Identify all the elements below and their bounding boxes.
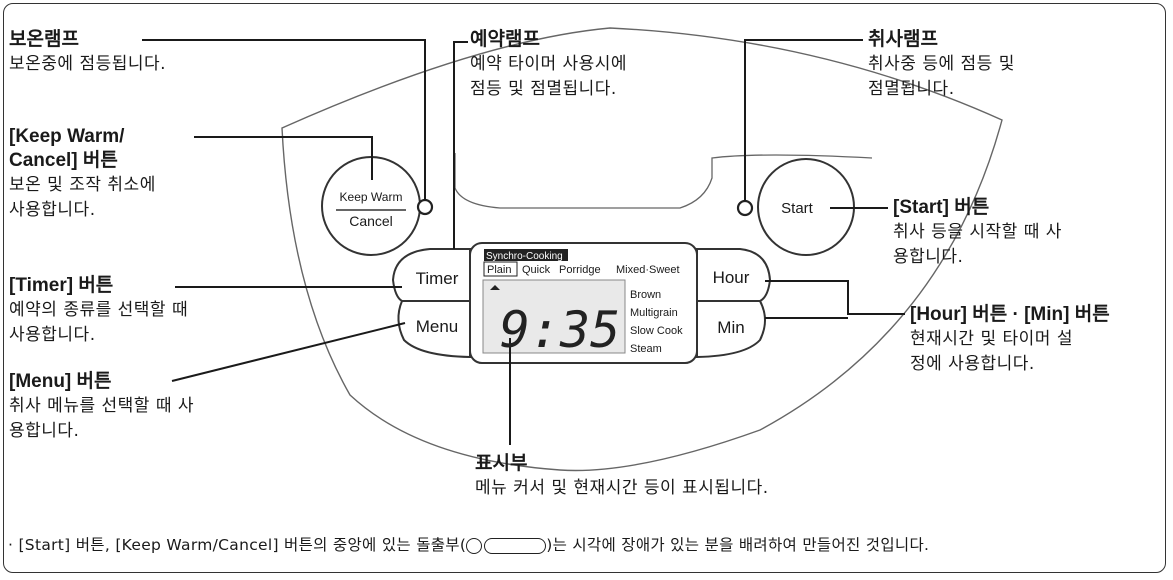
hour-min-button-desc-1: 현재시간 및 타이머 설 (910, 329, 1073, 349)
leader-cooking-lamp (744, 39, 863, 201)
reservation-lamp-desc-1: 예약 타이머 사용시에 (470, 54, 628, 74)
footnote-text-before: · [Start] 버튼, [Keep Warm/Cancel] 버튼의 중앙에… (8, 536, 467, 554)
lcd-menu-multigrain: Multigrain (630, 307, 678, 319)
keep-warm-button-title-1: [Keep Warm/ (9, 126, 125, 147)
lcd-menu-plain: Plain (487, 264, 511, 276)
footnote-text-after: )는 시각에 장애가 있는 분을 배려하여 만들어진 것입니다. (546, 536, 930, 554)
reservation-lamp-desc-2: 점등 및 점멸됩니다. (470, 79, 617, 99)
cooking-lamp-desc-2: 점멸됩니다. (868, 79, 955, 99)
menu-button-title: [Menu] 버튼 (9, 371, 112, 392)
cooking-lamp-desc-1: 취사중 등에 점등 및 (868, 54, 1015, 74)
min-label: Min (717, 318, 744, 337)
keep-warm-lamp (416, 198, 434, 216)
hour-min-button-title: [Hour] 버튼 · [Min] 버튼 (910, 304, 1110, 325)
start-button-desc-1: 취사 등을 시작할 때 사 (893, 222, 1062, 242)
menu-button-shape (397, 300, 471, 359)
lcd-menu-slow-cook: Slow Cook (630, 325, 683, 337)
keep-warm-label-top: Keep Warm (340, 190, 403, 204)
callout-keep-warm-button: [Keep Warm/ Cancel] 버튼 보온 및 조작 취소에 사용합니다… (9, 125, 156, 223)
raised-bar-icon (484, 537, 547, 554)
keep-warm-button-desc-1: 보온 및 조작 취소에 (9, 175, 156, 195)
raised-dot-icon (466, 537, 483, 554)
callout-display: 표시부 메뉴 커서 및 현재시간 등이 표시됩니다. (475, 452, 769, 501)
leader-keep-warm-lamp (142, 39, 426, 200)
callout-reservation-lamp: 예약램프 예약 타이머 사용시에 점등 및 점멸됩니다. (470, 28, 627, 102)
timer-button-desc-1: 예약의 종류를 선택할 때 (9, 300, 189, 320)
lcd-mode-badge: Synchro-Cooking (486, 251, 563, 262)
callout-keep-warm-lamp: 보온램프 보온중에 점등됩니다. (9, 28, 166, 77)
menu-label: Menu (416, 317, 459, 336)
lcd-menu-brown: Brown (630, 289, 661, 301)
figure-frame (3, 3, 1166, 573)
leader-menu-button (171, 322, 406, 382)
lcd-mode-badge-bg (484, 249, 568, 261)
lcd-plain-box (483, 261, 518, 277)
hour-min-button-desc-2: 정에 사용합니다. (910, 354, 1035, 374)
lcd-menu-steam: Steam (630, 343, 662, 355)
timer-button-title: [Timer] 버튼 (9, 275, 114, 296)
start-label: Start (781, 200, 814, 217)
timer-button-shape (391, 248, 471, 302)
callout-menu-button: [Menu] 버튼 취사 메뉴를 선택할 때 사 용합니다. (9, 370, 194, 444)
panel-inner-recess (454, 153, 873, 209)
reservation-lamp-title: 예약램프 (470, 29, 540, 50)
lcd-time-display: 9:35 (500, 301, 620, 359)
lcd-screen (482, 279, 626, 354)
keep-warm-lamp-title: 보온램프 (9, 29, 79, 50)
footnote: · [Start] 버튼, [Keep Warm/Cancel] 버튼의 중앙에… (8, 533, 929, 555)
keep-warm-button-desc-2: 사용합니다. (9, 200, 96, 220)
keep-warm-button-title-2: Cancel] 버튼 (9, 150, 118, 171)
lcd-menu-mixed-sweet: Mixed·Sweet (616, 264, 680, 276)
leader-hour-min-button (765, 280, 905, 315)
menu-button-desc-2: 용합니다. (9, 421, 80, 441)
cooking-lamp (736, 199, 754, 217)
leader-reservation-lamp (453, 41, 468, 249)
min-button-shape (696, 300, 766, 359)
callout-timer-button: [Timer] 버튼 예약의 종류를 선택할 때 사용합니다. (9, 274, 188, 348)
menu-button-desc-1: 취사 메뉴를 선택할 때 사 (9, 396, 195, 416)
callout-start-button: [Start] 버튼 취사 등을 시작할 때 사 용합니다. (893, 196, 1062, 270)
timer-button-desc-2: 사용합니다. (9, 325, 96, 345)
lcd-menu-porridge: Porridge (559, 264, 601, 276)
panel-outer-shell (281, 27, 1003, 472)
callout-cooking-lamp: 취사램프 취사중 등에 점등 및 점멸됩니다. (868, 28, 1015, 102)
display-desc: 메뉴 커서 및 현재시간 등이 표시됩니다. (475, 478, 769, 498)
display-title: 표시부 (475, 453, 528, 474)
start-button-desc-2: 용합니다. (893, 247, 964, 267)
timer-label: Timer (416, 269, 459, 288)
lcd-menu-quick: Quick (522, 264, 551, 276)
hour-label: Hour (713, 268, 750, 287)
start-button-title: [Start] 버튼 (893, 197, 990, 218)
keep-warm-label-bottom: Cancel (349, 213, 393, 229)
keep-warm-lamp-desc: 보온중에 점등됩니다. (9, 54, 167, 74)
callout-hour-min-button: [Hour] 버튼 · [Min] 버튼 현재시간 및 타이머 설 정에 사용합… (910, 303, 1110, 377)
leader-keep-warm-button (194, 136, 373, 180)
lcd-cursor-icon (490, 285, 500, 290)
cooking-lamp-title: 취사램프 (868, 29, 938, 50)
